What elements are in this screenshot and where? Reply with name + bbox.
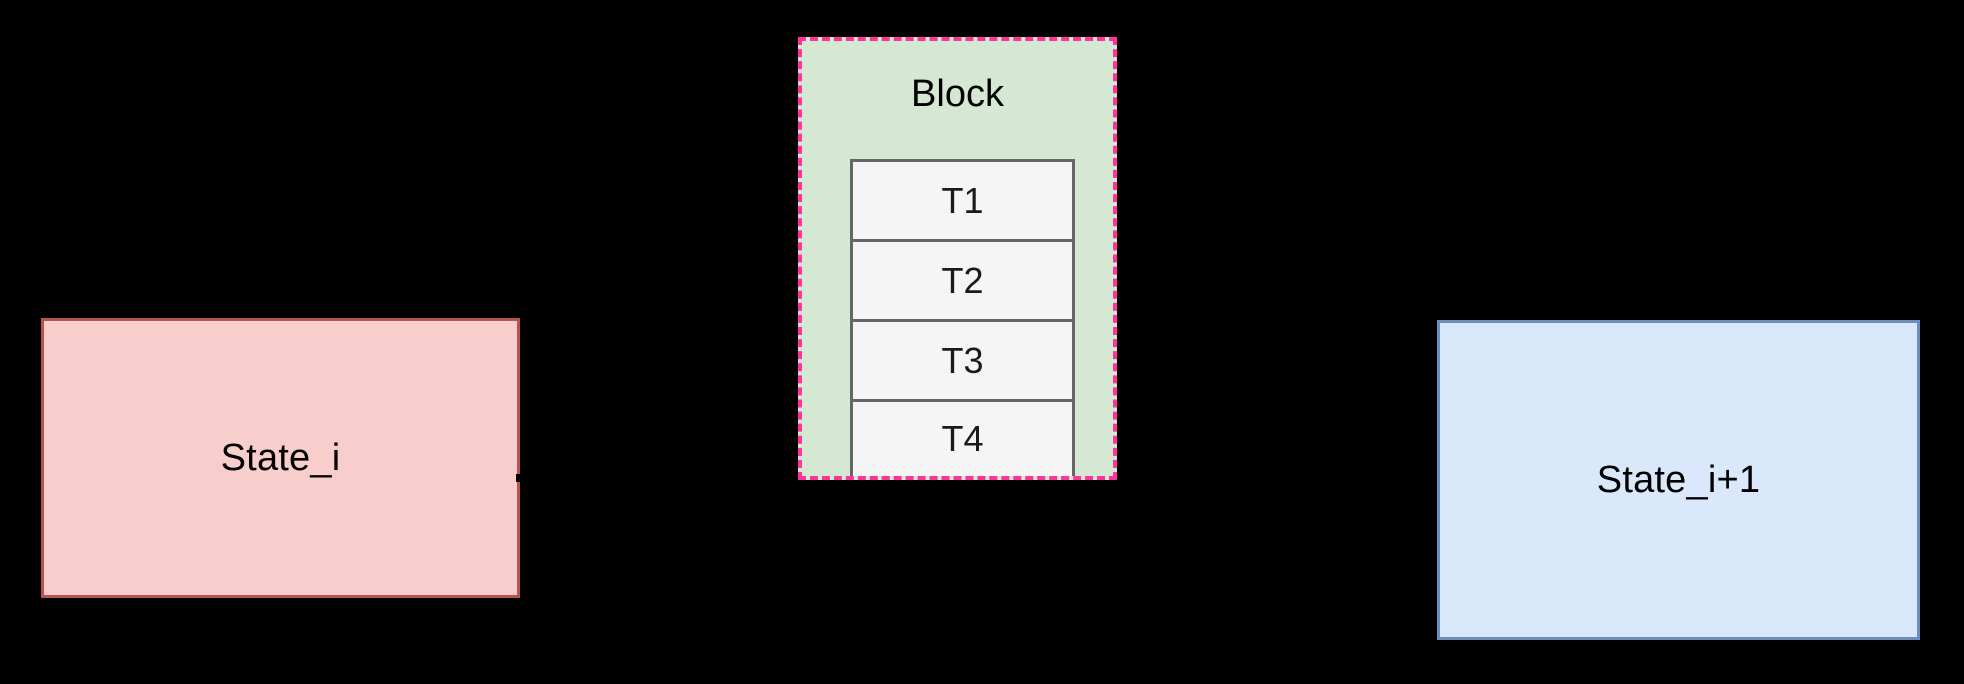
state-node-next-label: State_i+1 [1596, 459, 1761, 501]
block-container[interactable]: Block T1 T2 T3 T4 [798, 37, 1117, 480]
transaction-label: T3 [941, 339, 984, 381]
transaction-item[interactable]: T1 [850, 159, 1075, 239]
transaction-item[interactable]: T4 [850, 399, 1075, 476]
state-node-previous-label: State_i [220, 437, 341, 479]
transaction-list: T1 T2 T3 T4 [850, 159, 1075, 476]
transaction-item[interactable]: T2 [850, 239, 1075, 319]
transaction-label: T2 [941, 259, 984, 301]
transaction-label: T1 [941, 179, 984, 221]
state-node-previous[interactable]: State_i [41, 318, 520, 598]
transaction-label: T4 [941, 418, 984, 459]
block-title: Block [911, 73, 1004, 115]
connector-stub-left [516, 474, 524, 482]
transaction-item[interactable]: T3 [850, 319, 1075, 399]
state-node-next[interactable]: State_i+1 [1437, 320, 1920, 640]
